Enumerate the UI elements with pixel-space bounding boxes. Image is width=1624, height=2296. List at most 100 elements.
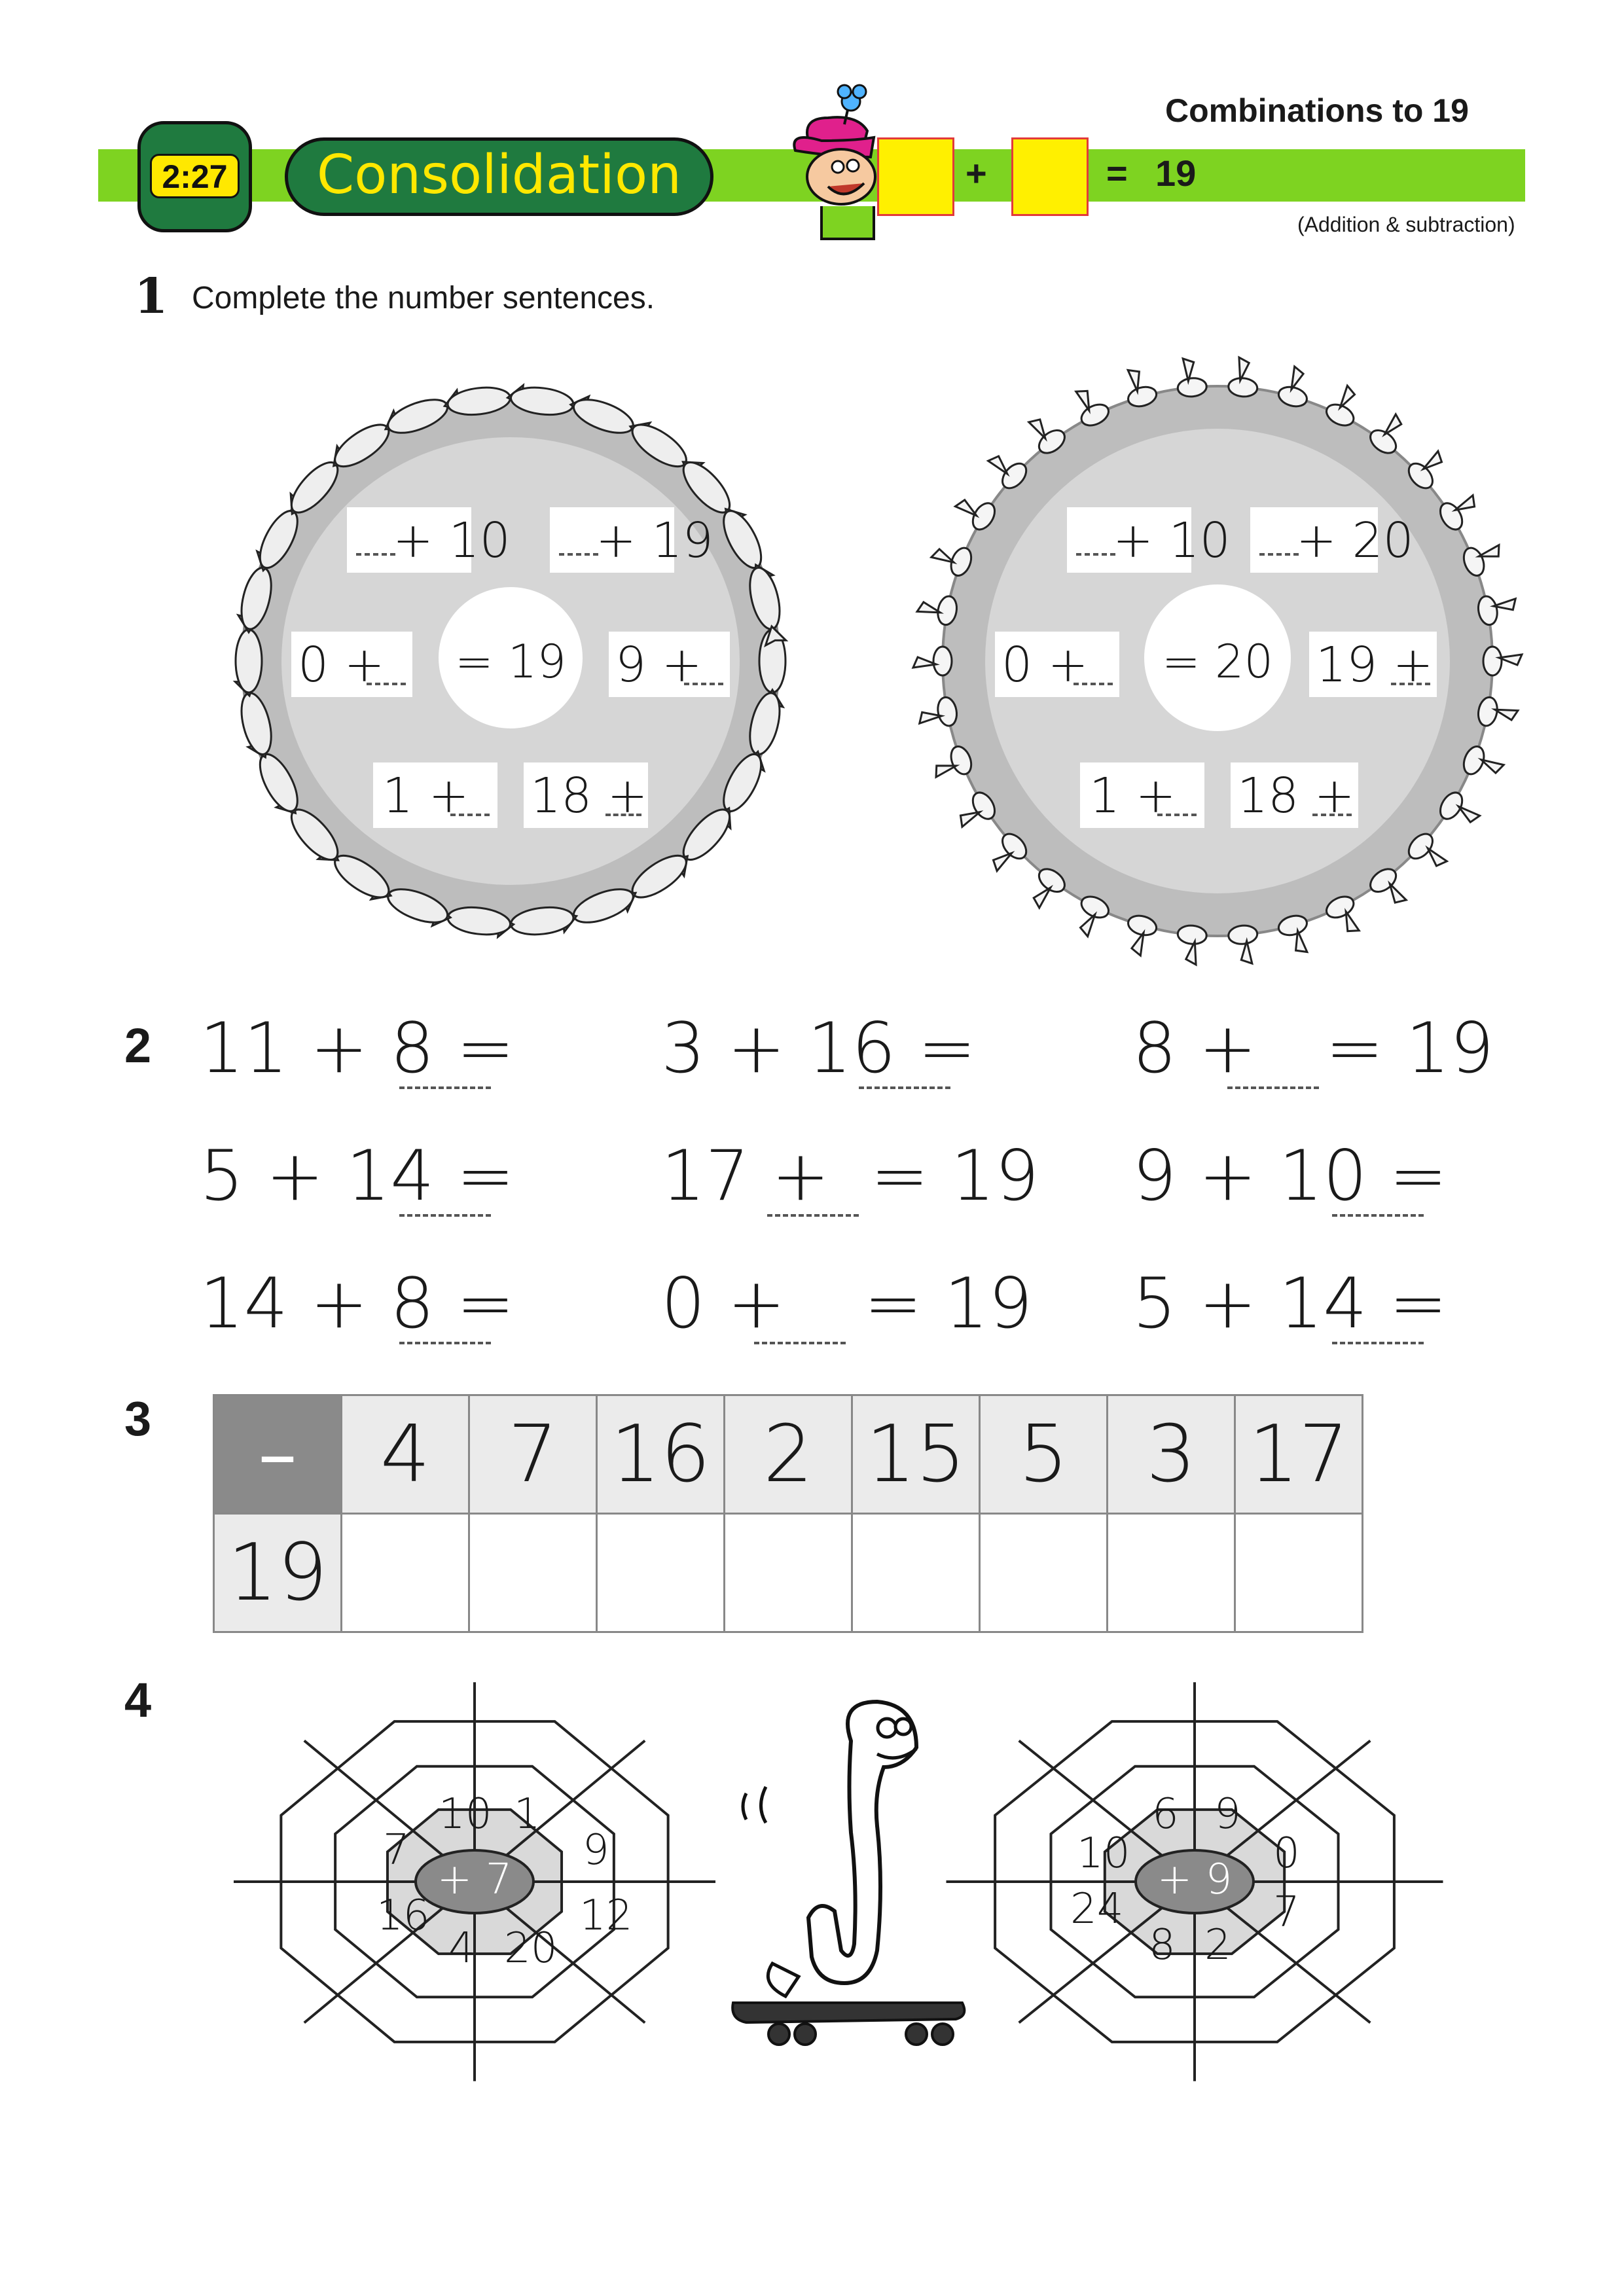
q2-r2-c2-blank[interactable] bbox=[767, 1214, 859, 1217]
q2-r1-c3b: = 19 bbox=[1326, 1008, 1494, 1088]
header-cell: 16 bbox=[596, 1394, 725, 1515]
sum-target: 19 bbox=[1155, 152, 1197, 194]
wheel-b: = 20 + 10 + 20 0 + 19 + 1 + 18 + bbox=[903, 347, 1532, 975]
cartoon-boy-icon bbox=[793, 84, 876, 240]
skateboard-worm-icon bbox=[731, 1699, 966, 2046]
question-1-instruction: Complete the number sentences. bbox=[192, 281, 655, 315]
q2-r3-c2-blank[interactable] bbox=[754, 1342, 846, 1344]
header-cell: 5 bbox=[979, 1394, 1108, 1515]
wheel-a-card-4[interactable]: 9 + bbox=[609, 632, 730, 697]
answer-cell[interactable] bbox=[851, 1513, 981, 1633]
question-number-1: 1 bbox=[134, 268, 168, 325]
wheel-b-card-4[interactable]: 19 + bbox=[1309, 632, 1437, 697]
wheel-a-card-3[interactable]: 0 + bbox=[291, 632, 412, 697]
web-b-number: 8 bbox=[1149, 1921, 1176, 1969]
header-cell: 2 bbox=[723, 1394, 853, 1515]
web-a-number: 4 bbox=[448, 1924, 475, 1973]
web-a-number: 7 bbox=[383, 1826, 410, 1874]
web-b-number: 10 bbox=[1077, 1829, 1130, 1878]
wheel-a-card-5[interactable]: 1 + bbox=[373, 762, 497, 828]
wheel-a: = 19 + 10 + 19 0 + 9 + 1 + 18 + bbox=[196, 347, 825, 975]
answer-cell[interactable] bbox=[979, 1513, 1108, 1633]
wheel-b-card-1[interactable]: + 10 bbox=[1067, 507, 1231, 573]
spider-web-a: + 7 10 1 9 12 20 4 16 7 bbox=[203, 1669, 740, 2101]
q2-r2-c3-blank[interactable] bbox=[1332, 1214, 1424, 1217]
wheel-b-center: = 20 bbox=[1162, 635, 1273, 689]
q2-r2-c2b: = 19 bbox=[871, 1136, 1039, 1216]
answer-cell[interactable] bbox=[340, 1513, 470, 1633]
wheel-b-card-2[interactable]: + 20 bbox=[1250, 507, 1414, 573]
q2-r1-c2: 3 + 16 = bbox=[661, 1008, 977, 1088]
q2-r3-c2b: = 19 bbox=[864, 1263, 1033, 1344]
q2-r1-c3-blank[interactable] bbox=[1227, 1086, 1319, 1089]
web-a-number: 9 bbox=[583, 1826, 609, 1874]
answer-cell[interactable] bbox=[468, 1513, 598, 1633]
sum-box-2[interactable] bbox=[1011, 137, 1089, 216]
web-b-number: 0 bbox=[1273, 1829, 1300, 1878]
operator-cell: – bbox=[213, 1394, 342, 1515]
header-cell: 15 bbox=[851, 1394, 981, 1515]
web-a-center: + 7 bbox=[437, 1856, 513, 1904]
web-a-number: 1 bbox=[514, 1790, 541, 1839]
wheel-a-center: = 19 bbox=[455, 635, 566, 689]
spider-web-b: + 9 6 9 0 7 2 8 24 10 bbox=[929, 1669, 1551, 2101]
sum-box-1[interactable] bbox=[877, 137, 954, 216]
lesson-number: 2:27 bbox=[150, 154, 240, 198]
wheel-a-text-2: + 19 bbox=[596, 512, 713, 569]
subtraction-table: – 4 7 16 2 15 5 3 17 19 bbox=[213, 1394, 1363, 1633]
web-b-number: 6 bbox=[1152, 1790, 1179, 1839]
web-b-center: + 9 bbox=[1157, 1856, 1233, 1904]
sum-equals-sign: = bbox=[1106, 152, 1128, 194]
web-a-number: 12 bbox=[579, 1892, 633, 1940]
pelican-border-icon bbox=[911, 355, 1524, 967]
q2-r2-c3: 9 + 10 = bbox=[1132, 1136, 1448, 1216]
question-number-4: 4 bbox=[124, 1673, 152, 1727]
q2-r3-c3-blank[interactable] bbox=[1332, 1342, 1424, 1344]
web-b-number: 7 bbox=[1273, 1888, 1300, 1937]
page-subtitle: (Addition & subtraction) bbox=[1297, 213, 1515, 236]
header-cell: 17 bbox=[1234, 1394, 1363, 1515]
web-b-number: 2 bbox=[1204, 1921, 1231, 1969]
wheel-a-card-1[interactable]: + 10 bbox=[347, 507, 511, 573]
wheel-a-card-2[interactable]: + 19 bbox=[550, 507, 713, 573]
lesson-badge: 2:27 bbox=[137, 121, 252, 232]
web-b-number: 24 bbox=[1070, 1885, 1124, 1933]
lesson-title: Consolidation bbox=[285, 137, 713, 216]
answer-cell[interactable] bbox=[596, 1513, 725, 1633]
question-number-2: 2 bbox=[124, 1018, 152, 1073]
answer-cell[interactable] bbox=[1234, 1513, 1363, 1633]
web-b-number: 9 bbox=[1214, 1790, 1241, 1839]
header-cell: 4 bbox=[340, 1394, 470, 1515]
q2-r3-c1: 14 + 8 = bbox=[200, 1263, 515, 1344]
web-a-number: 10 bbox=[439, 1790, 492, 1839]
q2-r2-c2a: 17 + bbox=[661, 1136, 830, 1216]
q2-r3-c3: 5 + 14 = bbox=[1132, 1263, 1448, 1344]
wheel-b-card-3[interactable]: 0 + bbox=[995, 632, 1119, 697]
spider-web-b-icon bbox=[946, 1682, 1443, 2081]
q2-r2-c1-blank[interactable] bbox=[399, 1214, 491, 1217]
header-cell: 3 bbox=[1106, 1394, 1236, 1515]
wheel-b-card-5[interactable]: 1 + bbox=[1080, 762, 1204, 828]
wheel-a-card-6[interactable]: 18 + bbox=[524, 762, 648, 828]
q2-r1-c1-blank[interactable] bbox=[399, 1086, 491, 1089]
q2-r2-c1: 5 + 14 = bbox=[200, 1136, 515, 1216]
answer-cell[interactable] bbox=[723, 1513, 853, 1633]
wheel-b-text-1: + 10 bbox=[1113, 512, 1231, 569]
sum-plus-sign: + bbox=[965, 152, 987, 194]
page-title: Combinations to 19 bbox=[1165, 92, 1469, 129]
wheel-a-text-1: + 10 bbox=[393, 512, 511, 569]
spider-web-a-icon bbox=[234, 1682, 715, 2081]
q2-r1-c3a: 8 + bbox=[1132, 1008, 1257, 1088]
q2-r3-c2a: 0 + bbox=[661, 1263, 785, 1344]
wheel-b-card-6[interactable]: 18 + bbox=[1231, 762, 1358, 828]
q2-r3-c1-blank[interactable] bbox=[399, 1342, 491, 1344]
answer-cell[interactable] bbox=[1106, 1513, 1236, 1633]
q2-r1-c1: 11 + 8 = bbox=[200, 1008, 515, 1088]
web-a-number: 16 bbox=[376, 1892, 430, 1940]
dolphin-border-icon bbox=[232, 383, 789, 939]
wheel-b-text-2: + 20 bbox=[1296, 512, 1414, 569]
start-number-cell: 19 bbox=[213, 1513, 342, 1633]
header-cell: 7 bbox=[468, 1394, 598, 1515]
q2-r1-c2-blank[interactable] bbox=[859, 1086, 950, 1089]
question-number-3: 3 bbox=[124, 1391, 152, 1446]
